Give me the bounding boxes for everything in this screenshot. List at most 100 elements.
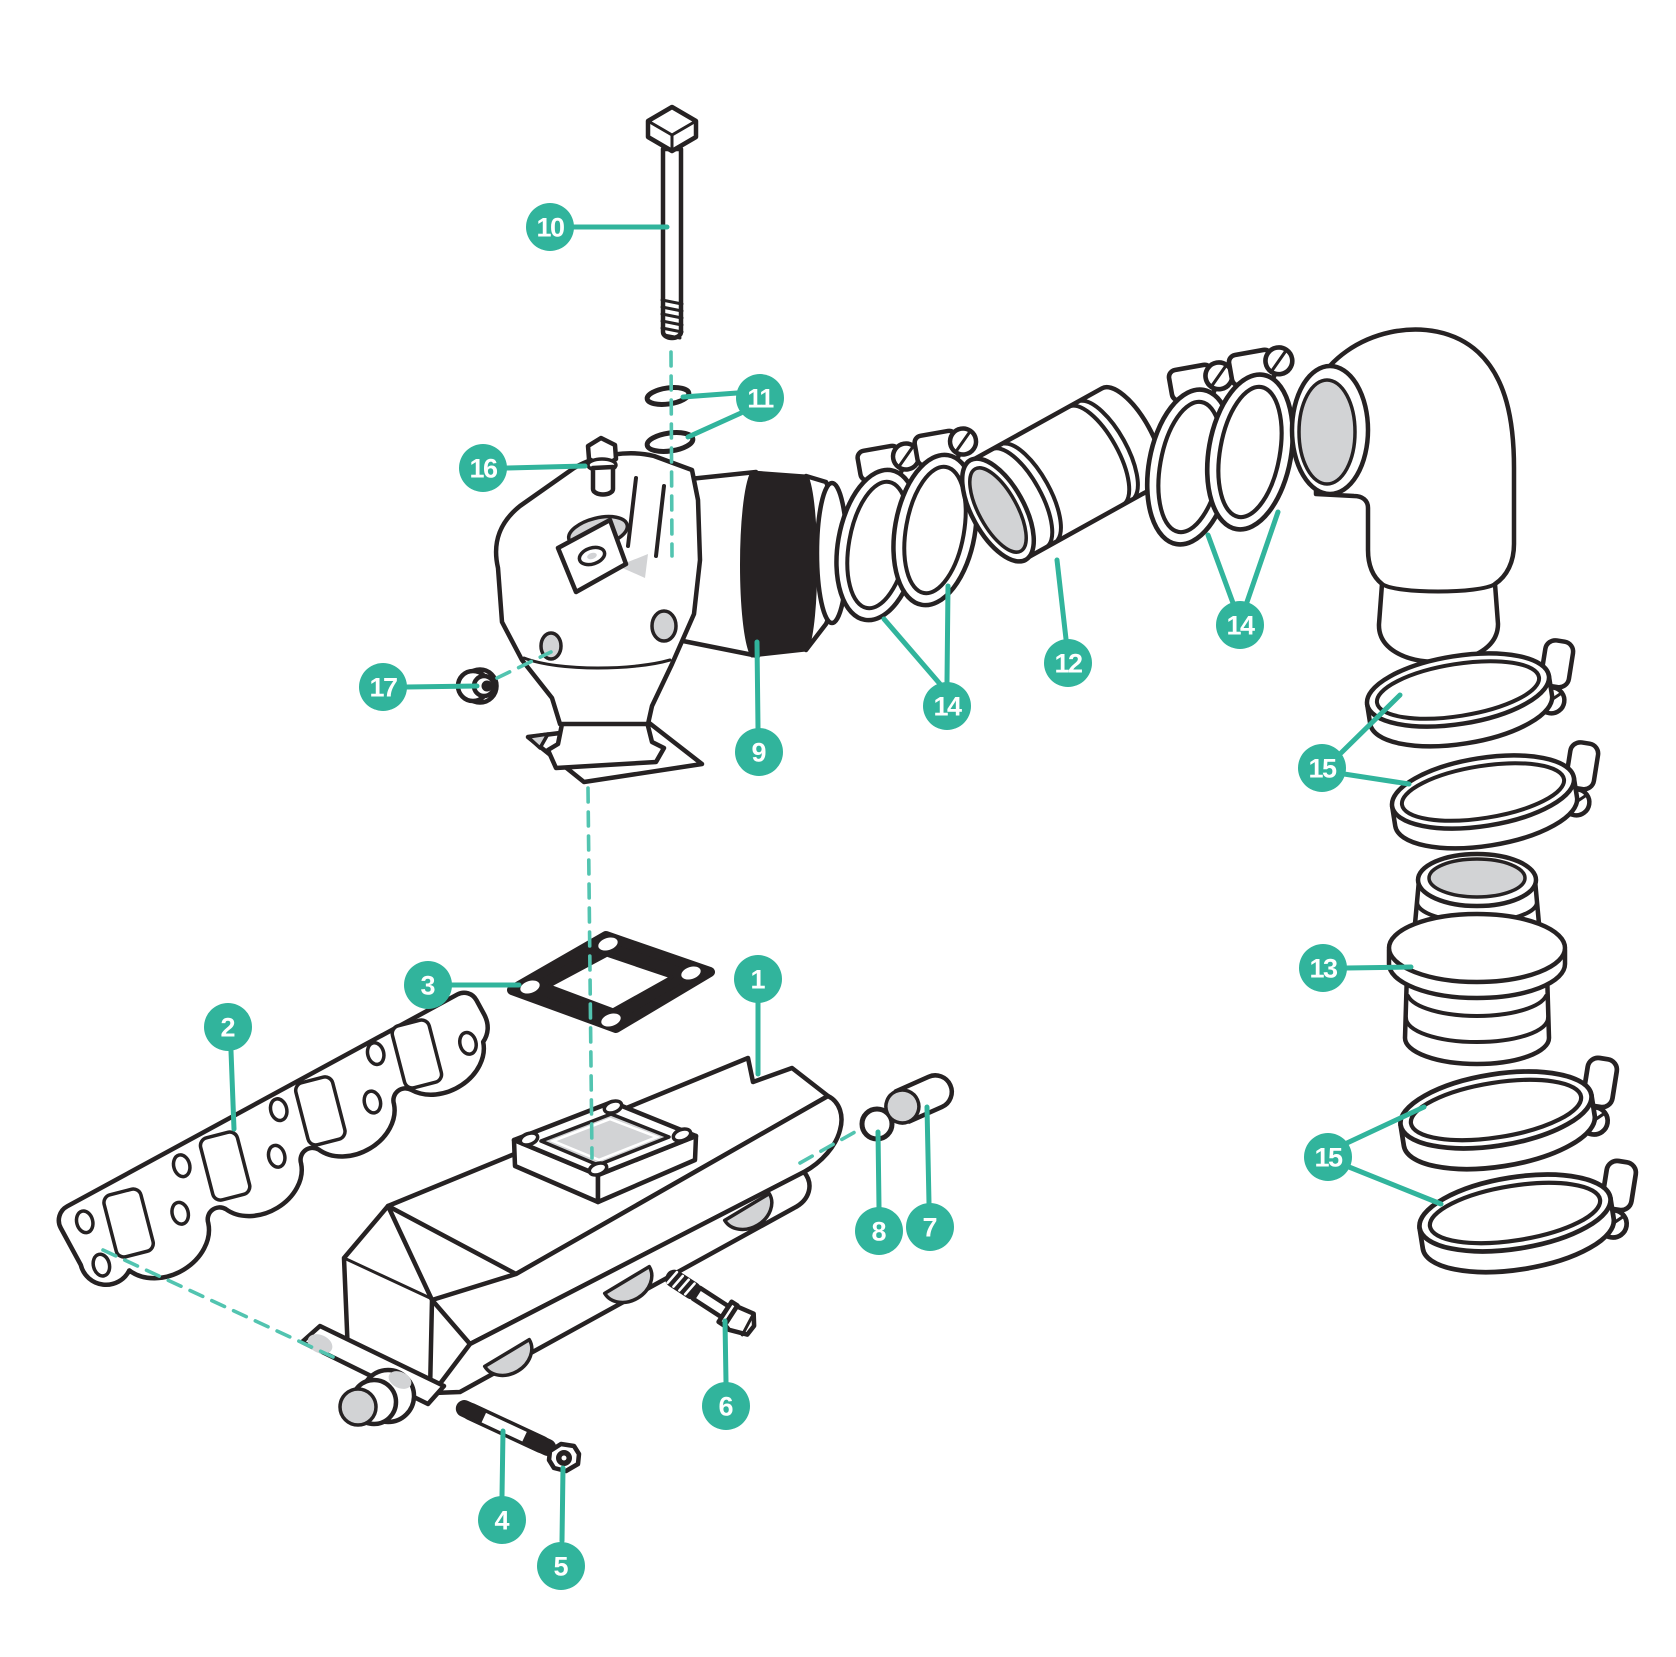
callout-badge-11: 11: [680, 374, 784, 440]
callout-number: 1: [750, 965, 765, 995]
callout-leader-line: [944, 583, 951, 685]
callout-leader-line: [1338, 692, 1403, 756]
hose-clamps-left: [825, 416, 993, 627]
callout-number: 13: [1309, 954, 1338, 984]
callout-badge-12: 12: [1044, 557, 1092, 687]
callout-badge-3: 3: [404, 961, 522, 1009]
callout-number: 17: [369, 673, 397, 703]
callout-circle: [404, 961, 452, 1009]
callout-number: 6: [718, 1392, 733, 1422]
callout-badge-9: 9: [735, 639, 783, 776]
callout-circle: [1216, 601, 1264, 649]
callout-number: 12: [1054, 649, 1082, 679]
callout-badge-7: 7: [906, 1104, 954, 1251]
callout-leader-line: [1054, 557, 1069, 642]
callout-leader-line: [1344, 964, 1414, 971]
callout-number: 2: [220, 1013, 235, 1043]
callout-circle: [537, 1542, 585, 1590]
assembly-guides: [101, 350, 864, 1359]
callout-circle: [1304, 1133, 1352, 1181]
hose-clamps-right: [1136, 335, 1310, 552]
callout-leader-line: [924, 1104, 932, 1206]
stud: [455, 1400, 557, 1456]
callout-badge-17: 17: [359, 663, 480, 711]
assembly-guide-line: [586, 786, 594, 1160]
callout-badge-6: 6: [702, 1318, 750, 1430]
dowel-pin: [884, 1073, 955, 1125]
callout-leader-line: [1346, 1164, 1444, 1207]
callout-leader-line: [680, 390, 740, 400]
callout-circle: [734, 955, 782, 1003]
callout-circle: [478, 1496, 526, 1544]
callout-badge-14: 14: [1205, 509, 1281, 649]
exhaust-elbow: [1289, 327, 1517, 665]
callout-leader-line: [1341, 771, 1412, 787]
assembly-guide-line: [101, 1248, 335, 1359]
callout-number: 9: [751, 738, 766, 768]
callout-badge-10: 10: [526, 203, 670, 251]
callout-number: 16: [469, 454, 498, 484]
callout-circle: [736, 374, 784, 422]
clamps-top-right: [1361, 635, 1612, 860]
callout-circle: [906, 1203, 954, 1251]
callout-leader-line: [504, 463, 588, 471]
callout-leader-line: [875, 1129, 882, 1210]
callout-leader-line: [754, 639, 761, 731]
callout-number: 5: [553, 1552, 568, 1582]
callout-number: 15: [1314, 1143, 1343, 1173]
exhaust-manifold: [299, 1055, 844, 1427]
callout-badge-4: 4: [478, 1428, 526, 1544]
callout-leader-line: [1244, 509, 1281, 605]
riser-gasket: [507, 931, 715, 1033]
callout-badge-15: 15: [1298, 692, 1412, 792]
hex-bolt: [665, 1269, 757, 1337]
callout-badge-14: 14: [881, 583, 971, 730]
long-bolt: [645, 104, 699, 341]
callout-number: 14: [933, 692, 962, 722]
callout-leader-line: [404, 683, 480, 690]
callout-badge-8: 8: [855, 1129, 903, 1255]
locknut: [546, 1441, 582, 1474]
callout-number: 8: [871, 1217, 886, 1247]
callout-badge-5: 5: [537, 1465, 585, 1590]
callout-leader-line: [1344, 1104, 1427, 1146]
callout-badge-15: 15: [1304, 1104, 1444, 1207]
callout-badge-16: 16: [459, 444, 588, 492]
drain-fitting: [585, 435, 619, 497]
callout-number: 14: [1226, 611, 1255, 641]
callout-leader-line: [881, 616, 943, 687]
callout-leader-line: [722, 1318, 729, 1385]
callout-circle: [1298, 744, 1346, 792]
callout-circle: [735, 728, 783, 776]
callout-circle: [855, 1207, 903, 1255]
callout-circle: [204, 1003, 252, 1051]
callout-badge-1: 1: [734, 955, 782, 1077]
assembly-guide-line: [669, 350, 674, 558]
assembly-guide-line: [495, 650, 553, 680]
callout-leader-line: [228, 1048, 237, 1132]
callout-badge-13: 13: [1299, 944, 1414, 992]
mounting-pad: [511, 1099, 699, 1205]
callout-leader-line: [685, 410, 744, 440]
callout-number: 4: [494, 1506, 509, 1536]
callout-leader-line: [1205, 532, 1236, 606]
callout-circle: [1299, 944, 1347, 992]
exhaust-riser: [493, 451, 850, 785]
callout-circle: [459, 444, 507, 492]
callout-number: 11: [747, 384, 774, 414]
callout-leader-line: [499, 1428, 506, 1499]
callout-badge-2: 2: [204, 1003, 252, 1132]
hose-coupler: [1386, 851, 1568, 1067]
exhaust-hose: [959, 384, 1165, 564]
callout-leader-line: [559, 1465, 566, 1544]
callout-number: 10: [536, 213, 564, 243]
callout-circle: [526, 203, 574, 251]
manifold-gasket: [56, 990, 490, 1288]
clamps-bottom-right: [1395, 1052, 1651, 1284]
callout-circle: [1044, 639, 1092, 687]
callout-number: 3: [420, 971, 435, 1001]
callout-number: 15: [1308, 754, 1337, 784]
